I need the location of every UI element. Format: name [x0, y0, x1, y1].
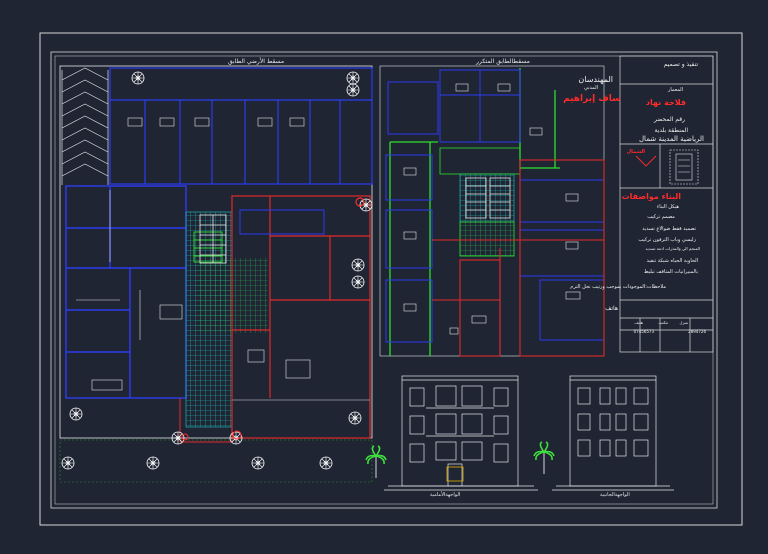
sig-1: منزل [679, 320, 688, 325]
spec-line-6: الحاوية الحياه شبكة تنفيذ [646, 258, 698, 264]
engineer-sub: المدني [584, 85, 598, 91]
north-symbol [635, 155, 657, 167]
typical-floor-plan-title: مسقطالطابق المتكرر [476, 58, 530, 65]
front-facade [384, 375, 538, 491]
typical-floor-plan [379, 65, 605, 357]
ground-floor-plan [59, 65, 373, 483]
record-no-label: رقم المحضر [653, 116, 685, 123]
side-facade-title: الواجهةالجانبية [600, 492, 630, 498]
front-facade-title: الواجهةالأمامية [430, 492, 461, 498]
spec-line-7: بالمبيرانيات المثاقف تبليط [643, 269, 698, 275]
engineer-label: المهندسان [578, 75, 613, 84]
north-arrow [669, 149, 699, 185]
title-block [619, 55, 714, 353]
spec-line-4: زليسي وباب الترفون تركيب [638, 237, 696, 243]
north-label: الشمال [626, 149, 645, 155]
architect-name: فلاحة نهاد [645, 98, 686, 107]
tel-label: هاتف [634, 320, 643, 325]
spec-line-1: هيكل البناء [656, 204, 679, 210]
sig-2: مكتب [658, 320, 669, 325]
ground-floor-plan-title: مسقط الأرضي الطابق [228, 58, 285, 65]
notes-line: ملاحظات:الموجودات بموجب ورتيب نحل الترم [570, 284, 666, 290]
tel-value: 07456573 [633, 329, 654, 334]
city-label: الرياضية المدينة شمال [638, 135, 704, 143]
design-exec-label: تنفيذ و تصميم [663, 61, 698, 68]
architect-label: المعمار [667, 87, 683, 93]
phone-label: هاتف [605, 305, 618, 312]
spec-line-5: المنجم الي والمذرات ادمة تسديد [645, 246, 701, 251]
spec-line-2: مصمم تركيب [647, 214, 675, 220]
engineer-name: ساف إبراهيم [563, 94, 621, 104]
sig-3: 2894726 [688, 329, 706, 334]
region-label: المنطقة بلدية [654, 127, 688, 134]
spec-line-3: تصميد فقط ضوالاع تسديد [642, 226, 696, 232]
building-specs-title: البناء مواصفات [621, 192, 681, 201]
side-facade [552, 375, 674, 491]
